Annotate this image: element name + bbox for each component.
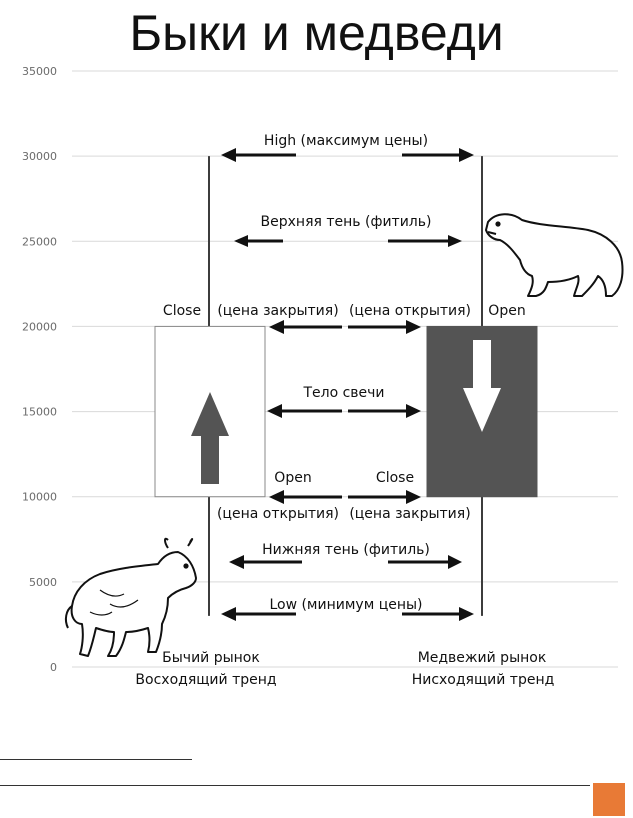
arrowhead <box>459 607 474 621</box>
footer-accent-square <box>593 783 625 816</box>
y-tick-label: 15000 <box>22 406 57 419</box>
arrowhead <box>406 490 421 504</box>
lower-shadow-label: Нижняя тень (фитиль) <box>262 542 430 558</box>
y-tick-label: 35000 <box>22 65 57 78</box>
y-tick-label: 0 <box>50 661 57 674</box>
y-tick-label: 5000 <box>29 576 57 589</box>
y-tick-label: 25000 <box>22 235 57 248</box>
y-tick-label: 10000 <box>22 491 57 504</box>
open-bottom-note: (цена открытия) <box>217 506 339 522</box>
up-arrow-icon <box>191 392 229 484</box>
page-title: Быки и медведи <box>129 5 504 61</box>
open-top-label: Open <box>488 303 525 319</box>
down-arrow-icon <box>463 340 501 432</box>
footer-divider <box>0 785 590 786</box>
arrowhead <box>234 235 248 247</box>
arrowhead <box>229 555 244 569</box>
bull-trend-label: Восходящий тренд <box>135 672 276 688</box>
arrowhead <box>267 404 282 418</box>
close-bottom-label: Close <box>376 470 414 486</box>
annotation-arrows <box>221 148 474 621</box>
close-top-label: Close <box>163 303 201 319</box>
y-tick-label: 20000 <box>22 320 57 333</box>
arrowhead <box>459 148 474 162</box>
arrowhead <box>406 404 421 418</box>
arrowhead <box>269 320 284 334</box>
arrowhead <box>406 320 421 334</box>
arrowhead <box>448 555 462 569</box>
arrowhead <box>221 148 236 162</box>
candles <box>154 156 538 616</box>
close-top-note: (цена закрытия) <box>217 303 338 319</box>
arrowhead <box>269 490 284 504</box>
close-bottom-note: (цена закрытия) <box>349 506 470 522</box>
low-label: Low (минимум цены) <box>269 597 422 613</box>
body-label: Тело свечи <box>302 385 384 401</box>
bear-icon <box>485 213 624 297</box>
high-label: High (максимум цены) <box>264 133 428 149</box>
bull-market-label: Бычий рынок <box>162 650 260 666</box>
upper-shadow-label: Верхняя тень (фитиль) <box>261 214 432 230</box>
bull-icon <box>64 537 197 657</box>
arrowhead <box>448 235 462 247</box>
bear-trend-label: Нисходящий тренд <box>412 672 555 688</box>
arrowhead <box>221 607 236 621</box>
bear-market-label: Медвежий рынок <box>418 650 547 666</box>
y-tick-label: 30000 <box>22 150 57 163</box>
y-tick-labels: 0 5000 10000 15000 20000 25000 30000 35000 <box>22 65 57 674</box>
candlestick-diagram: 0 5000 10000 15000 20000 25000 30000 35000 <box>22 65 624 688</box>
open-bottom-label: Open <box>274 470 311 486</box>
open-top-note: (цена открытия) <box>349 303 471 319</box>
footnote-divider <box>0 759 192 760</box>
